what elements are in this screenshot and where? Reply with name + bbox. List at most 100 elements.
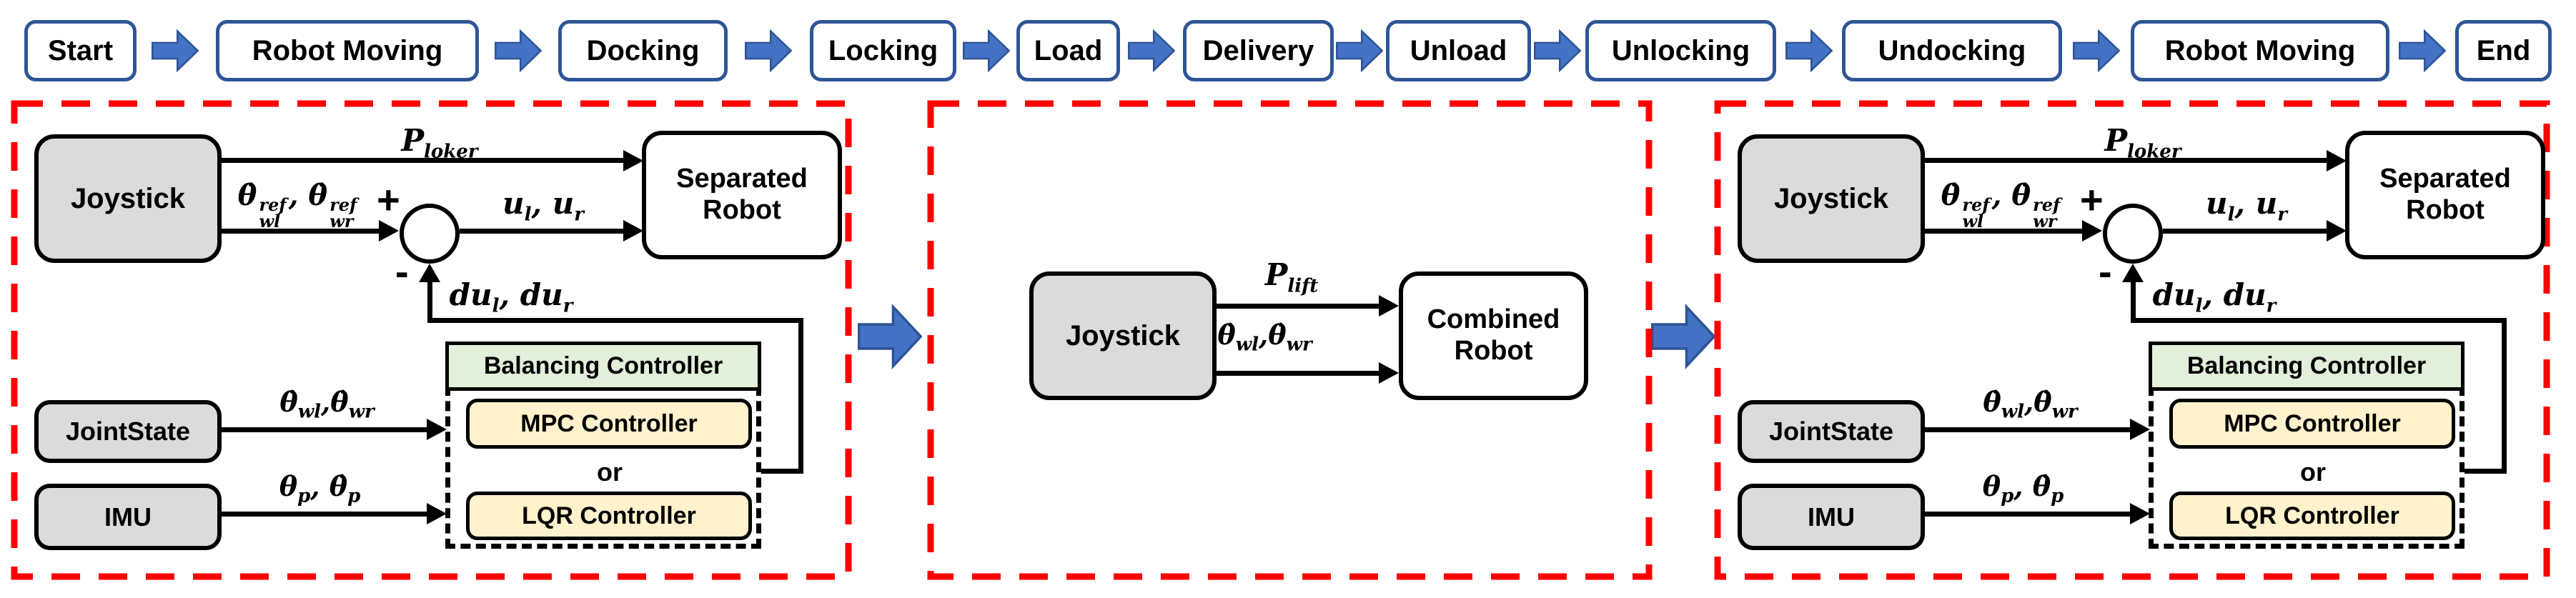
imu-line bbox=[222, 512, 427, 517]
arrowhead-icon bbox=[1379, 362, 1399, 384]
separated-robot-box: Separated Robot bbox=[2345, 131, 2545, 259]
arrowhead-icon bbox=[1379, 295, 1399, 317]
arrowhead-icon bbox=[2327, 150, 2347, 171]
or-label: or bbox=[2300, 457, 2326, 487]
plus-sign: + bbox=[2080, 177, 2104, 222]
p-lift-label: Plift bbox=[1264, 257, 1319, 297]
flow-step-robot-moving: Robot Moving bbox=[216, 20, 479, 81]
feedback-line-top bbox=[427, 318, 803, 323]
feedback-line-from-controller bbox=[2464, 469, 2507, 474]
p-loker-label: Ploker bbox=[401, 123, 478, 163]
feedback-line-up bbox=[2131, 282, 2136, 323]
feedback-line-from-controller bbox=[761, 469, 803, 474]
flow-step-robot-moving-2: Robot Moving bbox=[2131, 20, 2389, 81]
summing-junction bbox=[2103, 204, 2163, 264]
feedback-line-top bbox=[2131, 318, 2507, 323]
flow-arrow-icon bbox=[2399, 29, 2446, 73]
du-label: dul, dur bbox=[2152, 277, 2277, 317]
p-loker-label: Ploker bbox=[2104, 123, 2181, 163]
separated-robot-label-line2: Robot bbox=[2406, 195, 2485, 225]
feedback-line-down bbox=[798, 318, 803, 474]
flow-arrow-icon bbox=[963, 29, 1010, 73]
arrowhead-icon bbox=[2122, 264, 2144, 282]
separated-robot-label-line1: Separated bbox=[2379, 164, 2511, 194]
combined-robot-box: Combined Robot bbox=[1399, 271, 1588, 400]
lqr-controller-label: LQR Controller bbox=[522, 502, 696, 529]
control-output-line bbox=[2163, 229, 2327, 234]
balancing-controller-header: Balancing Controller bbox=[2149, 342, 2464, 391]
separated-robot-label-line1: Separated bbox=[676, 164, 808, 194]
theta-p-label: θp, θ̇p bbox=[1982, 470, 2064, 507]
flow-step-delivery: Delivery bbox=[1183, 20, 1334, 81]
summing-junction bbox=[400, 204, 460, 264]
jointstate-box: JointState bbox=[1738, 400, 1925, 463]
arrowhead-icon bbox=[419, 264, 440, 282]
jointstate-line bbox=[222, 427, 427, 432]
separated-robot-box: Separated Robot bbox=[642, 131, 842, 259]
balancing-controller-label: Balancing Controller bbox=[483, 352, 723, 379]
mpc-controller-label: MPC Controller bbox=[2224, 409, 2401, 437]
arrowhead-icon bbox=[2082, 220, 2102, 241]
minus-sign: - bbox=[2099, 249, 2112, 294]
flow-arrow-icon bbox=[1128, 29, 1175, 73]
jointstate-box: JointState bbox=[34, 400, 222, 463]
lqr-controller-label: LQR Controller bbox=[2225, 502, 2399, 529]
imu-line bbox=[1925, 512, 2130, 517]
flow-step-end: End bbox=[2455, 20, 2552, 81]
joystick-label: Joystick bbox=[1065, 320, 1181, 352]
jointstate-line bbox=[1925, 427, 2130, 432]
flow-step-start: Start bbox=[24, 20, 137, 81]
combined-robot-control-diagram: Joystick Plift θ̇wl,θ̇wr Combined Robot bbox=[927, 100, 1653, 580]
p-lift-line bbox=[1217, 304, 1379, 309]
lqr-controller-box: LQR Controller bbox=[2169, 492, 2455, 540]
combined-robot-label-line2: Robot bbox=[1454, 336, 1533, 366]
panel-transition-arrow-icon bbox=[1651, 304, 1715, 369]
arrowhead-icon bbox=[2327, 220, 2347, 241]
plus-sign: + bbox=[377, 177, 400, 222]
balancing-controller-header: Balancing Controller bbox=[445, 342, 761, 391]
flow-arrow-icon bbox=[745, 29, 792, 73]
flow-arrow-icon bbox=[1336, 29, 1383, 73]
imu-box: IMU bbox=[34, 484, 222, 550]
jointstate-label: JointState bbox=[1768, 417, 1894, 447]
joystick-box: Joystick bbox=[34, 134, 222, 263]
theta-p-label: θp, θ̇p bbox=[279, 470, 361, 507]
mpc-controller-box: MPC Controller bbox=[466, 399, 752, 449]
combined-robot-label-line1: Combined bbox=[1427, 304, 1560, 335]
joystick-label: Joystick bbox=[1773, 183, 1889, 214]
arrowhead-icon bbox=[427, 419, 447, 440]
mpc-controller-label: MPC Controller bbox=[520, 409, 698, 437]
balancing-controller-label: Balancing Controller bbox=[2186, 352, 2427, 379]
jointstate-label: JointState bbox=[65, 417, 191, 447]
u-label: ul, ur bbox=[2206, 186, 2287, 226]
joystick-box: Joystick bbox=[1029, 271, 1217, 400]
flow-step-unlocking: Unlocking bbox=[1585, 20, 1776, 81]
flow-arrow-icon bbox=[2073, 29, 2120, 73]
lqr-controller-box: LQR Controller bbox=[466, 492, 752, 540]
theta-w-label: θ̇wl,θ̇wr bbox=[1983, 386, 2078, 423]
flow-arrow-icon bbox=[152, 29, 199, 73]
arrowhead-icon bbox=[2130, 503, 2150, 524]
separated-robot-label-line2: Robot bbox=[703, 195, 781, 225]
p-loker-line bbox=[222, 158, 623, 163]
feedback-line-down bbox=[2502, 318, 2507, 474]
u-label: ul, ur bbox=[502, 186, 584, 226]
arrowhead-icon bbox=[623, 150, 643, 171]
joystick-box: Joystick bbox=[1738, 134, 1925, 263]
arrowhead-icon bbox=[623, 220, 643, 241]
flow-step-load: Load bbox=[1016, 20, 1120, 81]
reference-line bbox=[1925, 229, 2082, 234]
or-label: or bbox=[597, 457, 623, 487]
imu-box: IMU bbox=[1738, 484, 1925, 550]
minus-sign: - bbox=[395, 249, 409, 294]
reference-line bbox=[222, 229, 379, 234]
du-label: dul, dur bbox=[449, 277, 573, 317]
flow-arrow-icon bbox=[1785, 29, 1833, 73]
panel-transition-arrow-icon bbox=[858, 304, 922, 369]
imu-label: IMU bbox=[104, 502, 152, 532]
imu-label: IMU bbox=[1808, 502, 1855, 532]
